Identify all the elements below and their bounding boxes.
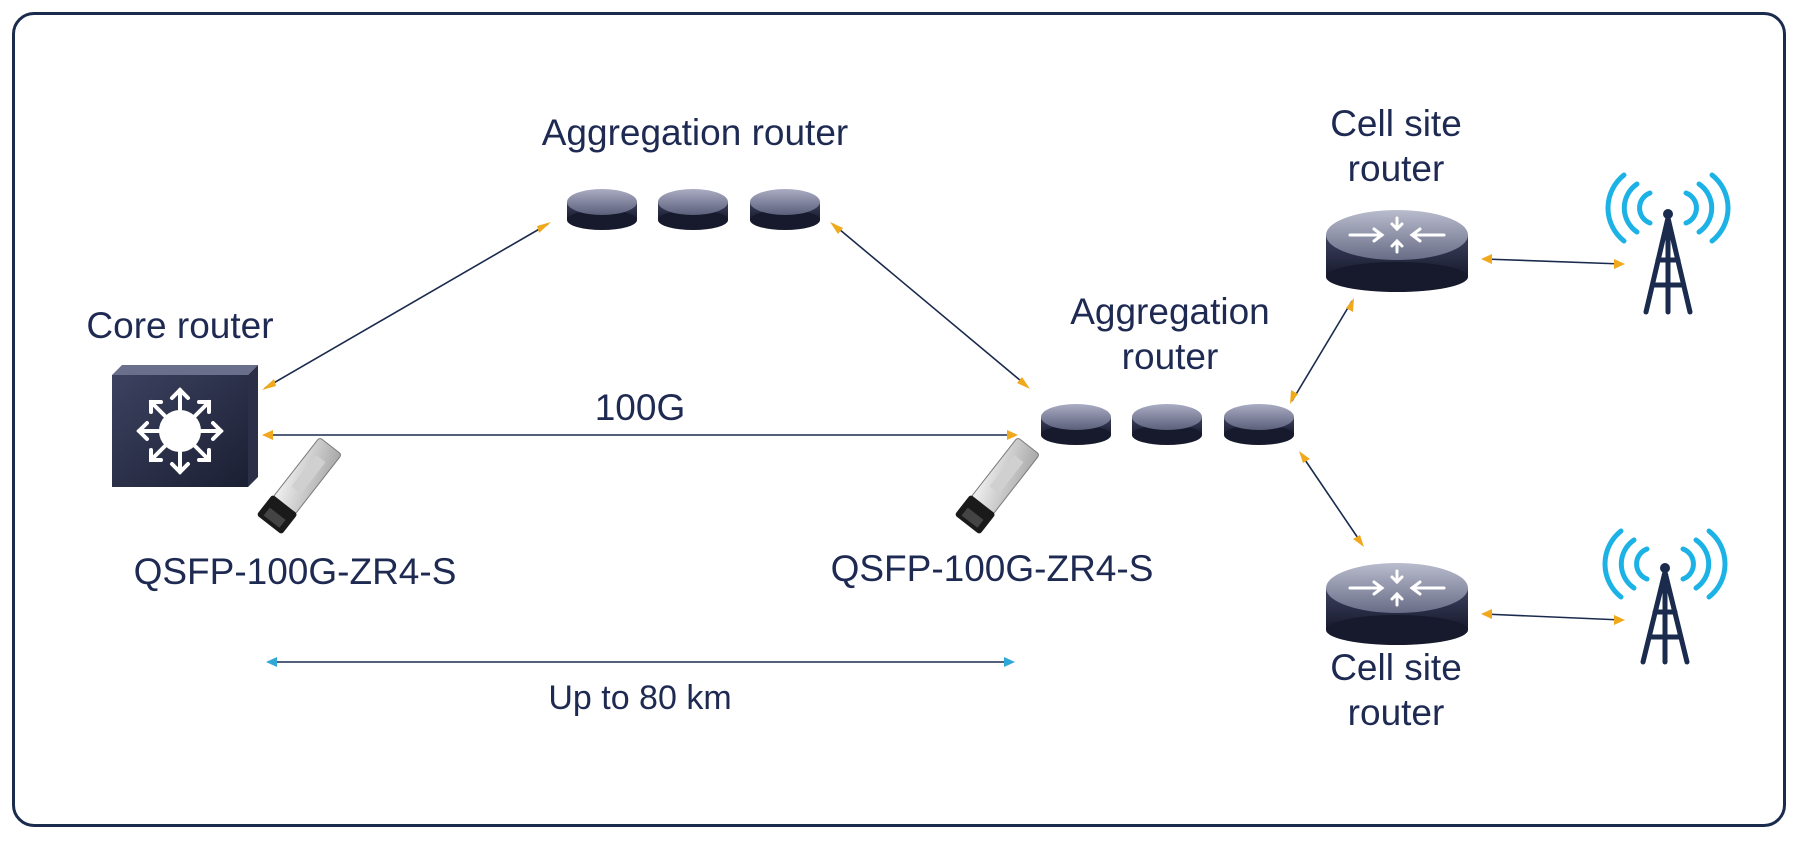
aggregation-router-middle-icon [1041,404,1294,445]
aggregation-router-middle-label-line1: Aggregation [1070,291,1270,332]
cell-site-router-bottom-label-line1: Cell site [1330,647,1462,688]
link-agg-mid-to-cell-top [1290,298,1354,404]
optic-right-label: QSFP-100G-ZR4-S [830,548,1154,589]
optic-left-label: QSFP-100G-ZR4-S [133,551,457,592]
aggregation-router-disk [658,189,728,230]
link-core-to-agg-mid-100g [262,430,1018,440]
core-router-label: Core router [86,305,274,346]
cell-tower-top-icon [1605,172,1731,315]
cell-site-router-bottom-icon [1326,563,1468,645]
diagram-frame [12,12,1786,827]
cell-site-router-top-label-line2: router [1347,148,1445,189]
link-core-to-agg-top [262,222,551,390]
aggregation-router-disk [1041,404,1111,445]
link-agg-top-to-agg-mid [830,222,1030,389]
core-router-icon [112,365,258,487]
link-agg-mid-to-cell-bottom [1299,451,1364,547]
cell-site-router-bottom-label-line2: router [1347,692,1445,733]
aggregation-router-middle-label-line2: router [1121,336,1219,377]
aggregation-router-disk [1224,404,1294,445]
link-speed-label: 100G [594,387,686,428]
aggregation-router-disk [567,189,637,230]
aggregation-router-disk [750,189,820,230]
cell-site-router-top-label-line1: Cell site [1330,103,1462,144]
link-cell-bottom-to-tower-bottom [1481,609,1625,625]
link-cell-top-to-tower-top [1481,254,1625,269]
aggregation-router-top-icon [567,189,820,230]
distance-arrow [266,657,1015,667]
cell-site-router-top-icon [1326,210,1468,292]
cell-tower-bottom-icon [1602,528,1728,665]
qsfp-transceiver-left-icon [257,438,341,534]
aggregation-router-top-label: Aggregation router [541,112,849,153]
aggregation-router-disk [1132,404,1202,445]
distance-label: Up to 80 km [548,679,732,717]
qsfp-transceiver-right-icon [955,438,1039,534]
